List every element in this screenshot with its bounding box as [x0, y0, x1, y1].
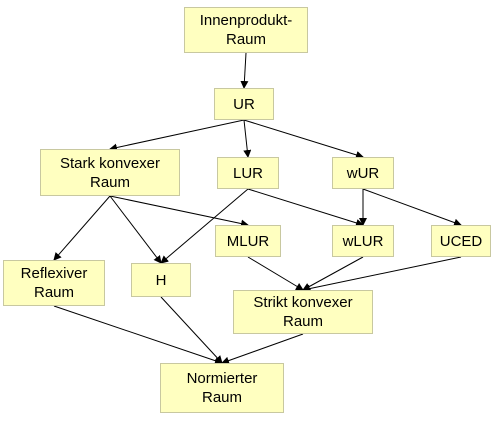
node-normierter-raum: Normierter Raum: [160, 363, 284, 413]
edge-reflex-to-norm: [53, 305, 223, 365]
node-label: MLUR: [226, 232, 270, 250]
node-wur: wUR: [332, 157, 394, 189]
edge-mlur-to-strikt: [247, 256, 304, 291]
edge-lur-to-wlur: [247, 188, 364, 227]
node-label: wLUR: [342, 232, 384, 250]
node-uced: UCED: [431, 225, 491, 257]
edge-ur-to-stark: [109, 119, 245, 152]
node-label: Reflexiver Raum: [20, 265, 88, 301]
edge-stark-to-reflex: [53, 195, 111, 261]
node-label: UR: [233, 95, 255, 113]
edge-strikt-to-norm: [221, 333, 304, 365]
edge-stark-to-h: [109, 195, 162, 264]
node-label: UCED: [439, 232, 483, 250]
node-lur: LUR: [217, 157, 279, 189]
node-h: H: [131, 263, 191, 297]
node-label: wUR: [346, 164, 380, 182]
node-mlur: MLUR: [215, 225, 281, 257]
edge-uced-to-strikt: [302, 256, 462, 293]
node-label: Strikt konvexer Raum: [253, 294, 353, 330]
node-ur: UR: [214, 88, 274, 120]
edge-stark-to-mlur: [109, 195, 249, 228]
edge-wlur-to-strikt: [302, 256, 364, 291]
edge-ur-to-lur: [243, 119, 252, 158]
node-innenprodukt-raum: Innenprodukt- Raum: [184, 7, 308, 53]
edge-ur-to-wur: [243, 119, 364, 159]
edge-wur-to-uced: [362, 188, 462, 227]
node-label: Normierter Raum: [186, 370, 258, 406]
edge-lur-to-h: [160, 188, 249, 264]
node-label: Innenprodukt- Raum: [199, 12, 293, 48]
edge-h-to-norm: [160, 296, 223, 364]
node-wlur: wLUR: [332, 225, 394, 257]
node-reflexiver-raum: Reflexiver Raum: [3, 260, 105, 306]
edge-inner-to-ur: [240, 52, 249, 89]
node-label: Stark konvexer Raum: [59, 154, 161, 191]
node-label: LUR: [232, 164, 263, 182]
node-strikt-konvexer-raum: Strikt konvexer Raum: [233, 290, 373, 334]
node-label: H: [155, 271, 167, 289]
node-stark-konvexer-raum: Stark konvexer Raum: [40, 149, 180, 196]
